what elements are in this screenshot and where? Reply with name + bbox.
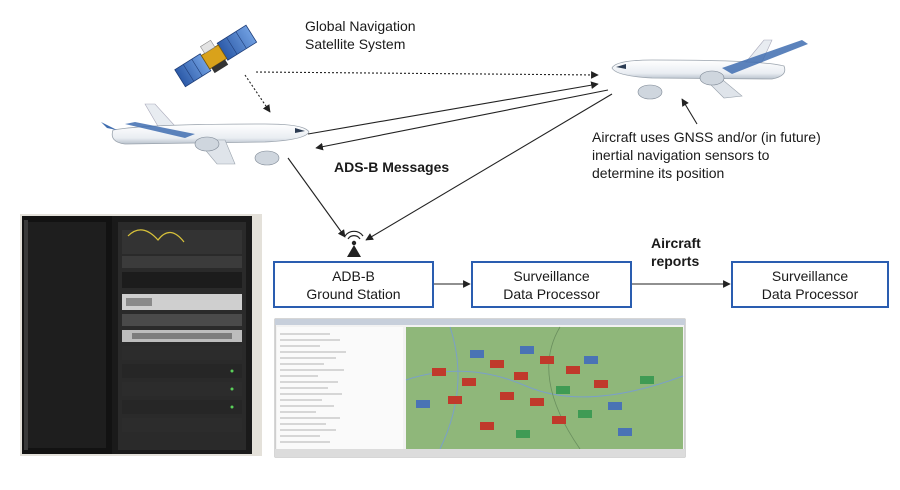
arrow-left-aircraft-to-antenna (287, 157, 346, 238)
satellite-icon (174, 24, 258, 88)
gnss-label: Global Navigation Satellite System (305, 18, 416, 52)
server-rack-photo (20, 214, 262, 456)
arrow-right-to-left-aircraft (315, 89, 609, 151)
aircraft-right-icon (611, 39, 808, 100)
aircraft-reports-label: Aircraft reports (651, 235, 701, 269)
adsb-messages-label: ADS-B Messages (334, 159, 450, 175)
arrow-left-to-right-aircraft (307, 81, 599, 135)
arrow-note-pointer (681, 98, 698, 125)
arrows (244, 71, 731, 288)
surveillance-processor-box-2: Surveillance Data Processor (731, 261, 889, 308)
antenna-icon (344, 230, 364, 257)
arrow-right-aircraft-to-antenna (365, 93, 613, 241)
surveillance-processor-box-1: Surveillance Data Processor (471, 261, 632, 308)
aircraft-note-label: Aircraft uses GNSS and/or (in future) in… (592, 129, 821, 181)
radar-display-screenshot (274, 318, 686, 458)
aircraft-left-icon (101, 103, 310, 166)
ground-station-box: ADB-B Ground Station (273, 261, 434, 308)
arrow-sat-to-left-aircraft (244, 74, 271, 113)
arrow-sat-to-right-aircraft (255, 71, 599, 79)
